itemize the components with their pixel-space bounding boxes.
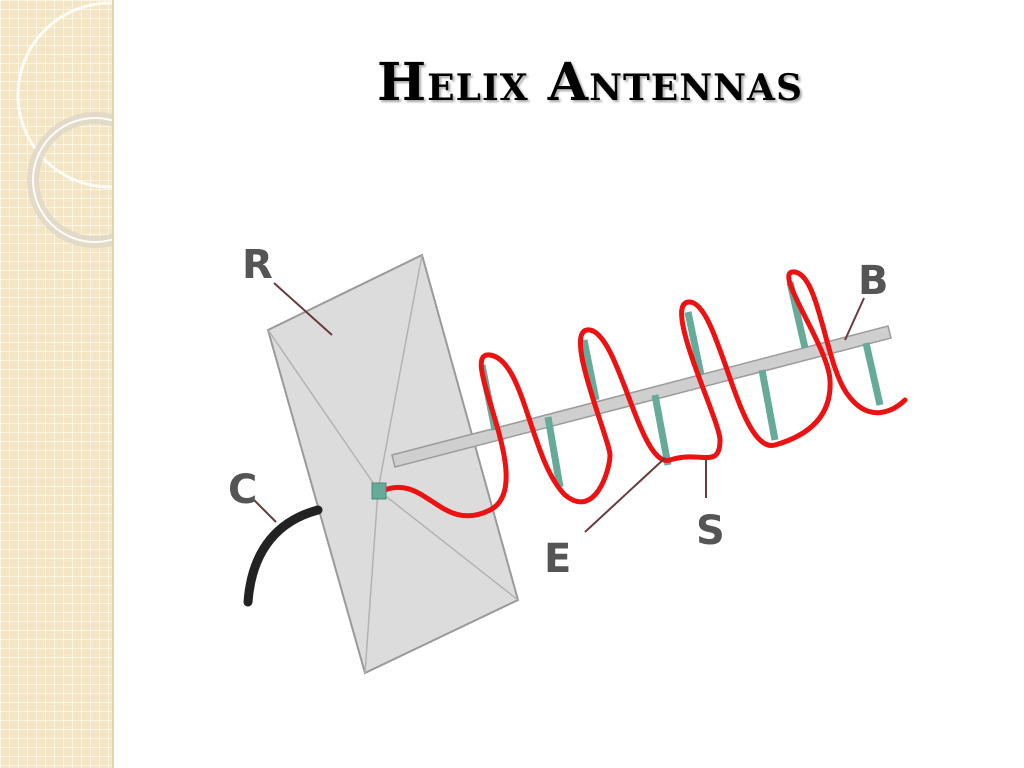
spacer: [544, 416, 564, 488]
spacer: [862, 342, 884, 406]
decorative-circles: [16, 1, 112, 248]
boom: [391, 325, 892, 468]
leader-reflector: [273, 282, 333, 336]
feed-point: [371, 482, 387, 500]
label-cable: C: [228, 467, 257, 513]
leader-element: [584, 457, 666, 533]
leader-boom: [844, 297, 865, 341]
spacer: [758, 369, 779, 441]
label-spacer: S: [696, 508, 725, 554]
helix-element: [377, 269, 908, 519]
spacer: [580, 339, 600, 401]
spacer: [684, 311, 705, 376]
label-reflector: R: [242, 242, 273, 288]
reflector-plate: [266, 253, 520, 675]
slide-title: Helix Antennas: [377, 52, 803, 113]
leader-cable: [253, 499, 277, 523]
label-element: E: [544, 536, 571, 582]
coax-cable: [243, 505, 323, 607]
spacer: [651, 394, 672, 466]
reflector-fold-lines: [267, 254, 519, 674]
decorative-sidebar: [0, 0, 114, 768]
label-boom: B: [858, 258, 889, 304]
